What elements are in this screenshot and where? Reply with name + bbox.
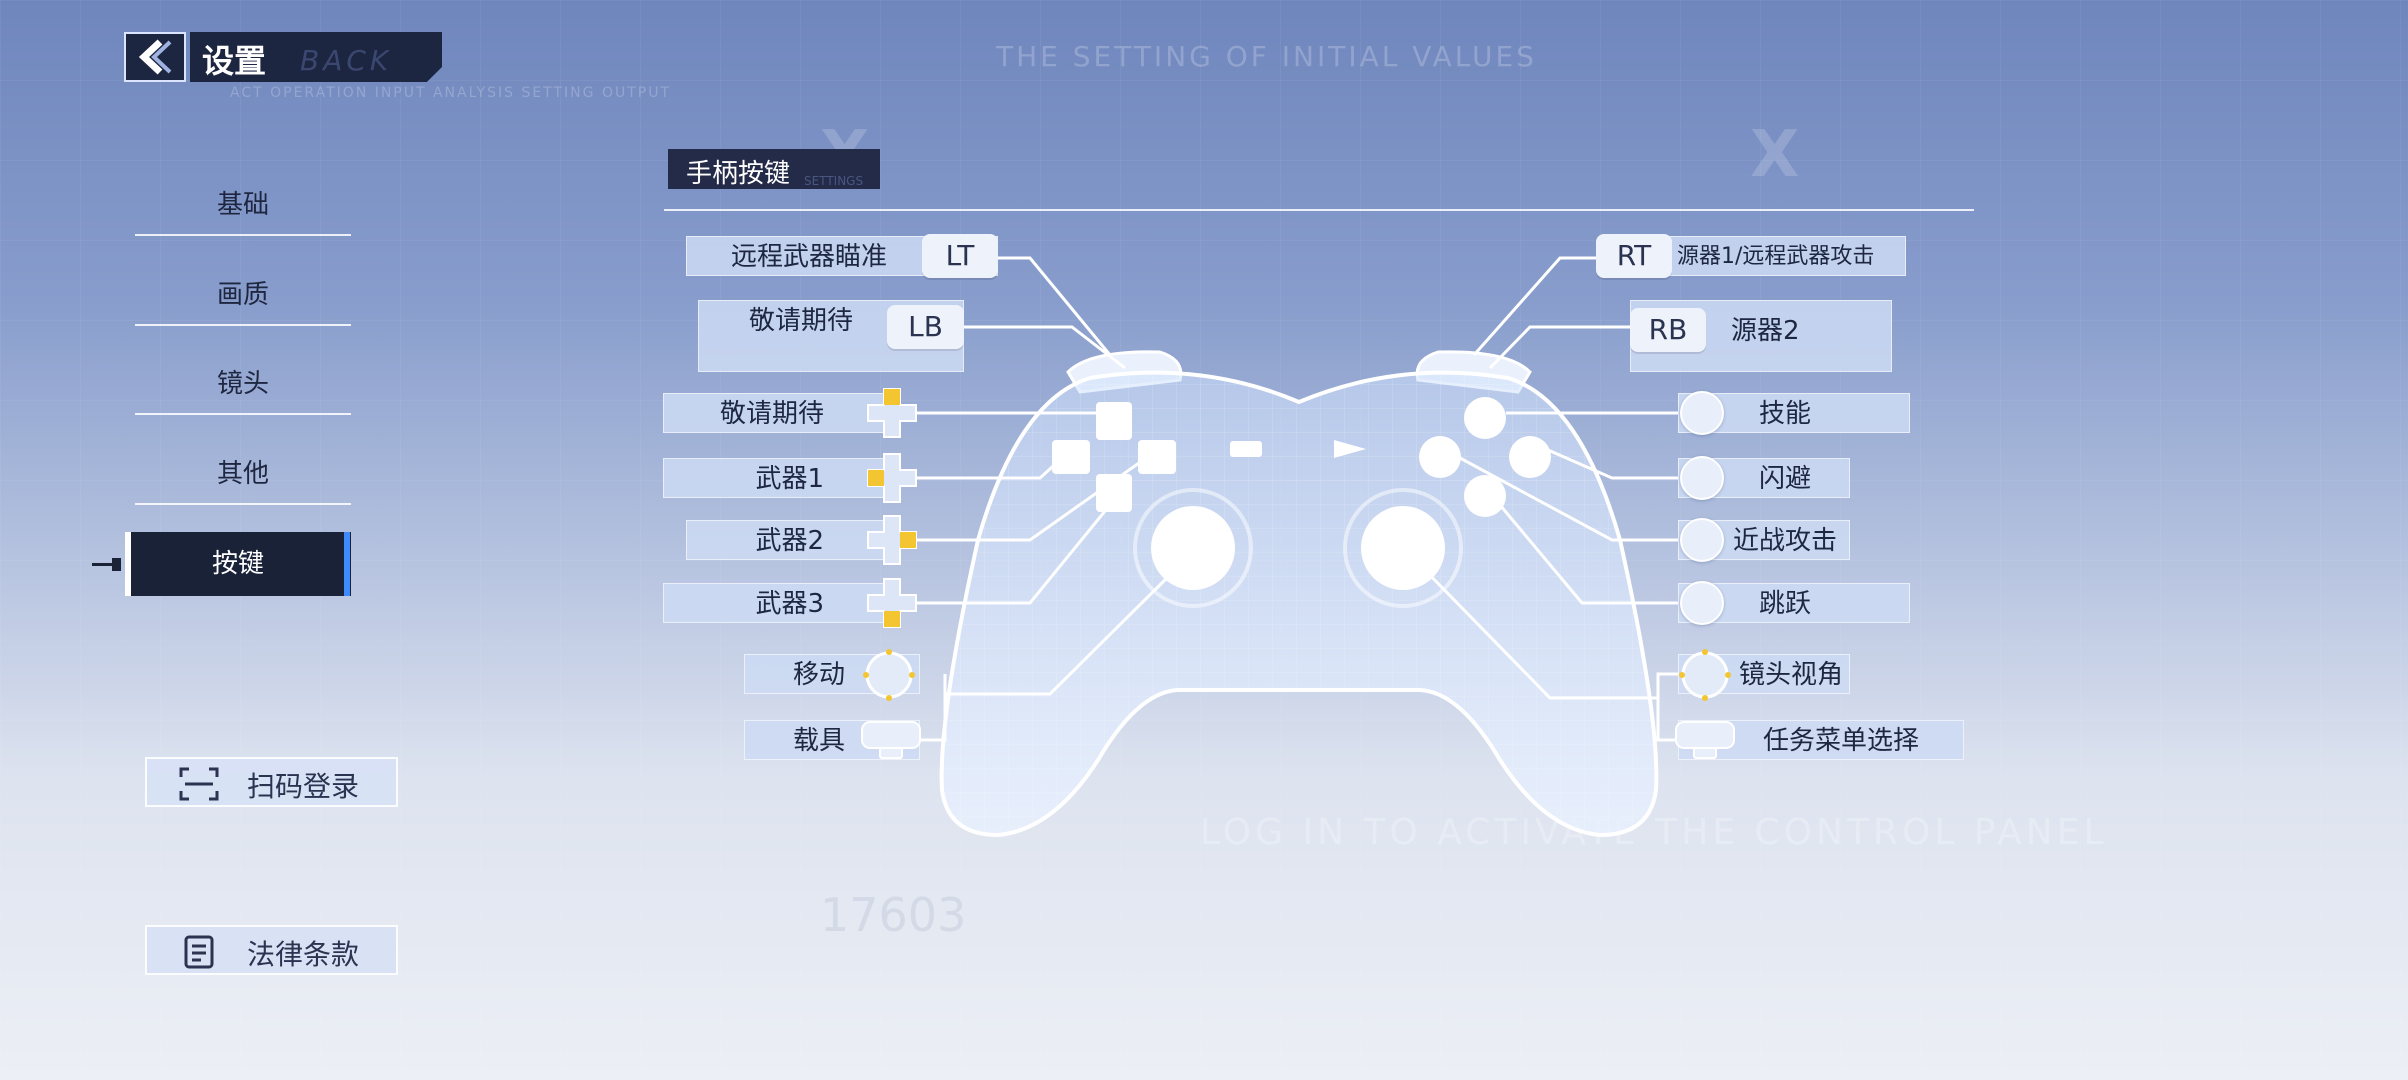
legal-terms-label: 法律条款 xyxy=(247,938,360,971)
nav-active-marker xyxy=(92,563,118,566)
dpad-up xyxy=(1096,402,1132,440)
legal-terms-button[interactable]: 法律条款 xyxy=(145,925,398,975)
mapping-menu-label: 任务菜单选择 xyxy=(1678,720,1964,760)
nav-active-accent xyxy=(344,532,350,596)
background-bottom-text: LOG IN TO ACTIVATE THE CONTROL PANEL xyxy=(1200,812,2108,853)
mapping-b-label: 近战攻击 xyxy=(1678,520,1850,560)
view-button-icon xyxy=(861,721,921,759)
nav-item-keys[interactable] xyxy=(125,532,351,596)
page-title: 设置 xyxy=(202,42,267,80)
button-x xyxy=(1419,436,1461,478)
button-a-icon xyxy=(1680,581,1724,625)
mapping-dpad-up-label: 敬请期待 xyxy=(663,393,893,433)
background-columns: ACT OPERATION INPUT ANALYSIS SETTING OUT… xyxy=(230,85,672,101)
nav-item-camera[interactable]: 镜头 xyxy=(135,355,351,415)
rb-key-chip[interactable]: RB xyxy=(1630,308,1706,352)
dpad-down-icon xyxy=(867,578,917,628)
back-button[interactable] xyxy=(124,32,186,82)
dpad-down xyxy=(1096,474,1132,512)
button-b xyxy=(1509,436,1551,478)
background-x-right: X xyxy=(1750,118,1800,192)
button-a xyxy=(1464,475,1506,517)
left-stick xyxy=(1151,506,1235,590)
view-button xyxy=(1230,441,1262,457)
mapping-dpad-right-label: 武器2 xyxy=(686,520,893,560)
dpad-up-icon xyxy=(867,388,917,438)
dpad-right-icon xyxy=(867,515,917,565)
background-number: 17603 xyxy=(820,888,967,942)
menu-button-icon xyxy=(1675,721,1735,759)
nav-item-graphics[interactable]: 画质 xyxy=(135,266,351,326)
mapping-dpad-down-label: 武器3 xyxy=(663,583,893,623)
dpad-left xyxy=(1052,440,1090,474)
back-arrow-icon xyxy=(138,39,172,75)
section-subtitle: SETTINGS xyxy=(804,174,864,188)
title-back-watermark: BACK xyxy=(300,44,393,77)
section-title: 手柄按键 xyxy=(686,159,791,189)
rt-key-chip[interactable]: RT xyxy=(1596,234,1672,278)
section-tag xyxy=(668,149,880,189)
background-headline: THE SETTING OF INITIAL VALUES xyxy=(996,40,1537,73)
mapping-dpad-left-label: 武器1 xyxy=(663,458,893,498)
nav-item-keys-label: 按键 xyxy=(211,549,264,579)
right-stick-icon xyxy=(1679,649,1731,701)
document-icon xyxy=(184,935,214,969)
nav-item-other[interactable]: 其他 xyxy=(135,445,351,505)
lb-key-chip[interactable]: LB xyxy=(887,305,964,349)
left-stick-icon xyxy=(863,649,915,701)
title-bar xyxy=(190,32,442,82)
scan-login-button[interactable]: 扫码登录 xyxy=(145,757,398,807)
button-y-icon xyxy=(1680,391,1724,435)
dpad-right xyxy=(1138,440,1176,474)
menu-button xyxy=(1334,440,1366,458)
lt-key-chip[interactable]: LT xyxy=(922,234,998,278)
nav-item-basic[interactable]: 基础 xyxy=(135,176,351,236)
button-x-icon xyxy=(1680,456,1724,500)
button-b-icon xyxy=(1680,518,1724,562)
button-y xyxy=(1464,397,1506,439)
dpad-left-icon xyxy=(867,453,917,503)
section-divider xyxy=(664,209,1974,211)
scan-login-label: 扫码登录 xyxy=(247,770,360,803)
nav-active-marker-dot xyxy=(112,558,121,571)
scan-icon xyxy=(179,767,219,801)
